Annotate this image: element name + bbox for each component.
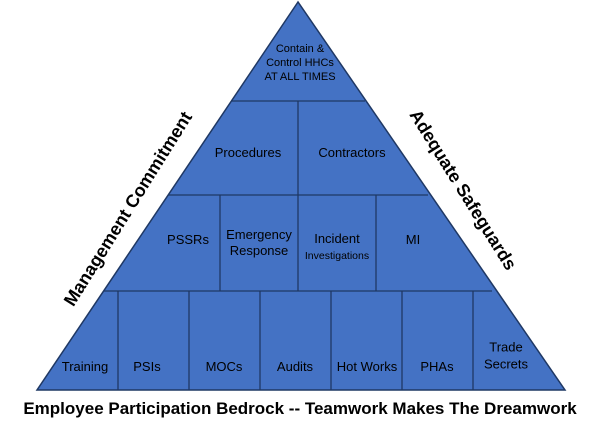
tier3-label-3: MI bbox=[406, 232, 420, 247]
base-label-1: PSIs bbox=[133, 359, 161, 374]
tier2-label-0: Procedures bbox=[215, 145, 282, 160]
base-label-0: Training bbox=[62, 359, 108, 374]
base-label-3: Audits bbox=[277, 359, 314, 374]
pyramid-triangle bbox=[35, 0, 567, 391]
pyramid-shapes bbox=[35, 0, 567, 391]
tier3-label-0: PSSRs bbox=[167, 232, 209, 247]
base-label-4: Hot Works bbox=[337, 359, 398, 374]
footer-tagline: Employee Participation Bedrock -- Teamwo… bbox=[23, 399, 577, 418]
base-label-5: PHAs bbox=[420, 359, 454, 374]
base-label-2: MOCs bbox=[206, 359, 243, 374]
tier2-label-1: Contractors bbox=[318, 145, 386, 160]
